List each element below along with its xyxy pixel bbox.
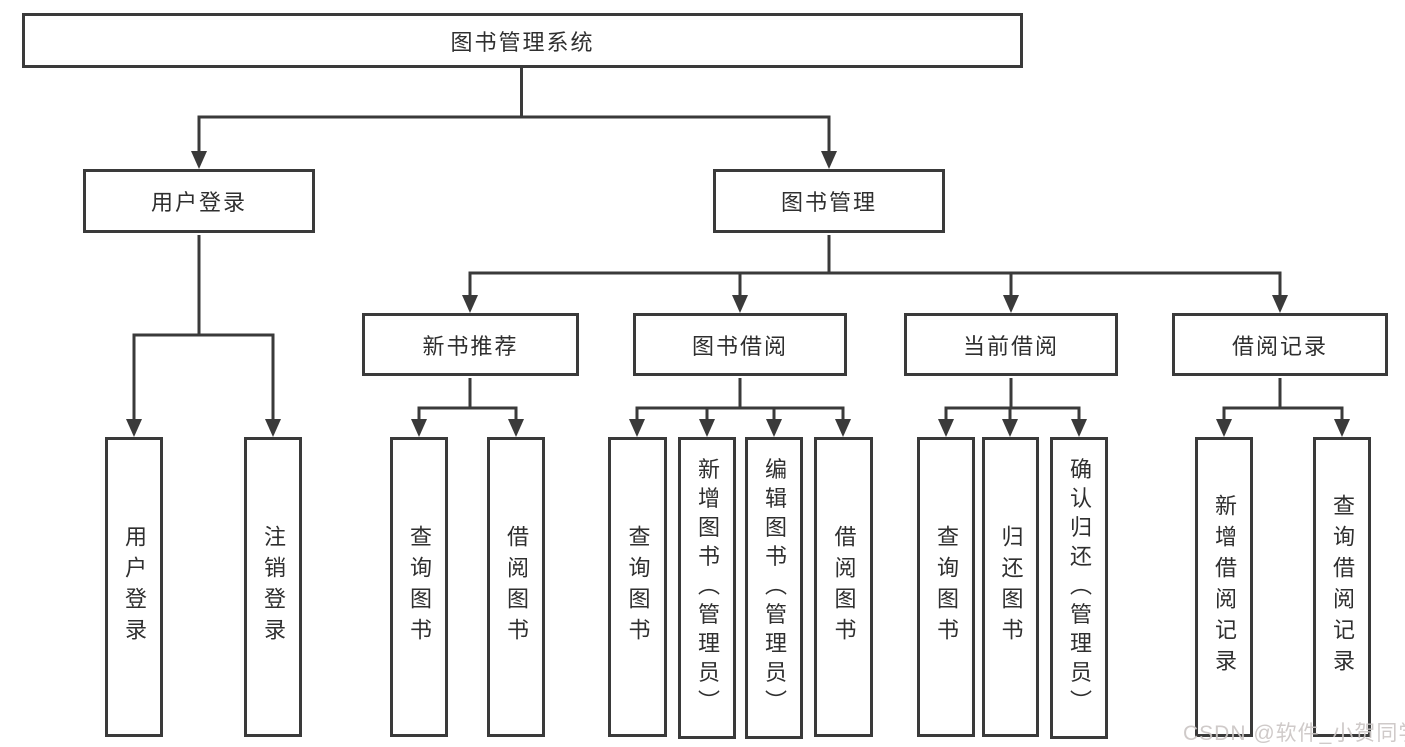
node-borrow-books-recommend: 借阅图书 (487, 437, 545, 737)
node-label: 图书管理 (780, 190, 877, 215)
node-label: 查询图书 (625, 525, 651, 649)
node-book-borrowing: 图书借阅 (633, 313, 847, 376)
arrow-head-icon (191, 151, 207, 169)
node-new-book-recommendation: 新书推荐 (362, 313, 579, 376)
node-label: 借阅图书 (504, 525, 529, 649)
node-label: 当前借阅 (962, 333, 1059, 359)
node-user-login-action: 用户登录 (105, 437, 163, 737)
node-query-books-recommend: 查询图书 (390, 437, 448, 737)
arrow-head-icon (508, 419, 524, 437)
arrow-head-icon (629, 419, 645, 437)
node-add-borrow-record: 新增借阅记录 (1195, 437, 1253, 737)
arrow-head-icon (126, 419, 142, 437)
node-label: 查询图书 (407, 525, 432, 649)
arrow-head-icon (1216, 419, 1232, 437)
node-label: 查询图书 (934, 525, 959, 649)
node-confirm-return-admin: 确认归还（管理员） (1050, 437, 1108, 739)
node-book-management: 图书管理 (713, 169, 945, 233)
node-label: 借阅图书 (831, 525, 857, 649)
node-query-books-current: 查询图书 (917, 437, 975, 737)
arrow-head-icon (732, 295, 748, 313)
arrow-head-icon (1003, 295, 1019, 313)
node-label: 用户登录 (122, 525, 147, 649)
arrow-head-icon (1334, 419, 1350, 437)
arrow-head-icon (265, 419, 281, 437)
arrow-head-icon (1002, 419, 1018, 437)
node-edit-books-admin: 编辑图书（管理员） (745, 437, 803, 739)
node-borrowing-records: 借阅记录 (1172, 313, 1388, 376)
node-add-books-admin: 新增图书（管理员） (678, 437, 736, 739)
connector-userlogin-to-leaves (132, 235, 275, 421)
arrow-head-icon (835, 419, 851, 437)
node-label: 新书推荐 (422, 333, 519, 359)
connector-record-to-leaves (1222, 378, 1344, 421)
node-label: 归还图书 (998, 525, 1024, 649)
arrow-heads (126, 151, 1350, 437)
connector-current-to-leaves (944, 378, 1081, 421)
connector-borrow-to-leaves (635, 378, 845, 421)
node-label: 查询借阅记录 (1330, 494, 1355, 680)
arrow-head-icon (766, 419, 782, 437)
node-query-borrow-record: 查询借阅记录 (1313, 437, 1371, 737)
node-label: 确认归还（管理员） (1067, 457, 1092, 719)
connector-newbook-to-leaves (417, 378, 518, 421)
connector-root-to-level2 (197, 68, 831, 153)
node-return-books: 归还图书 (982, 437, 1039, 737)
arrow-head-icon (1272, 295, 1288, 313)
node-label: 用户登录 (150, 190, 247, 215)
arrow-head-icon (462, 295, 478, 313)
node-logout: 注销登录 (244, 437, 302, 737)
node-label: 借阅记录 (1231, 333, 1328, 359)
arrow-head-icon (821, 151, 837, 169)
connector-bookmgmt-to-level3 (468, 235, 1282, 297)
node-label: 新增借阅记录 (1212, 494, 1237, 680)
node-label: 编辑图书（管理员） (762, 457, 787, 719)
node-borrow-books-borrowing: 借阅图书 (814, 437, 873, 737)
arrow-head-icon (938, 419, 954, 437)
arrow-head-icon (411, 419, 427, 437)
node-label: 图书借阅 (691, 333, 788, 359)
node-user-login: 用户登录 (83, 169, 315, 233)
node-label: 图书管理系统 (450, 29, 595, 55)
arrow-head-icon (699, 419, 715, 437)
csdn-watermark: CSDN @软件_小贺同学 (1183, 722, 1405, 745)
node-current-borrowing: 当前借阅 (904, 313, 1118, 376)
node-query-books-borrowing: 查询图书 (608, 437, 667, 737)
node-label: 新增图书（管理员） (695, 457, 720, 719)
node-label: 注销登录 (261, 525, 286, 649)
arrow-head-icon (1071, 419, 1087, 437)
node-library-management-system: 图书管理系统 (22, 13, 1023, 68)
